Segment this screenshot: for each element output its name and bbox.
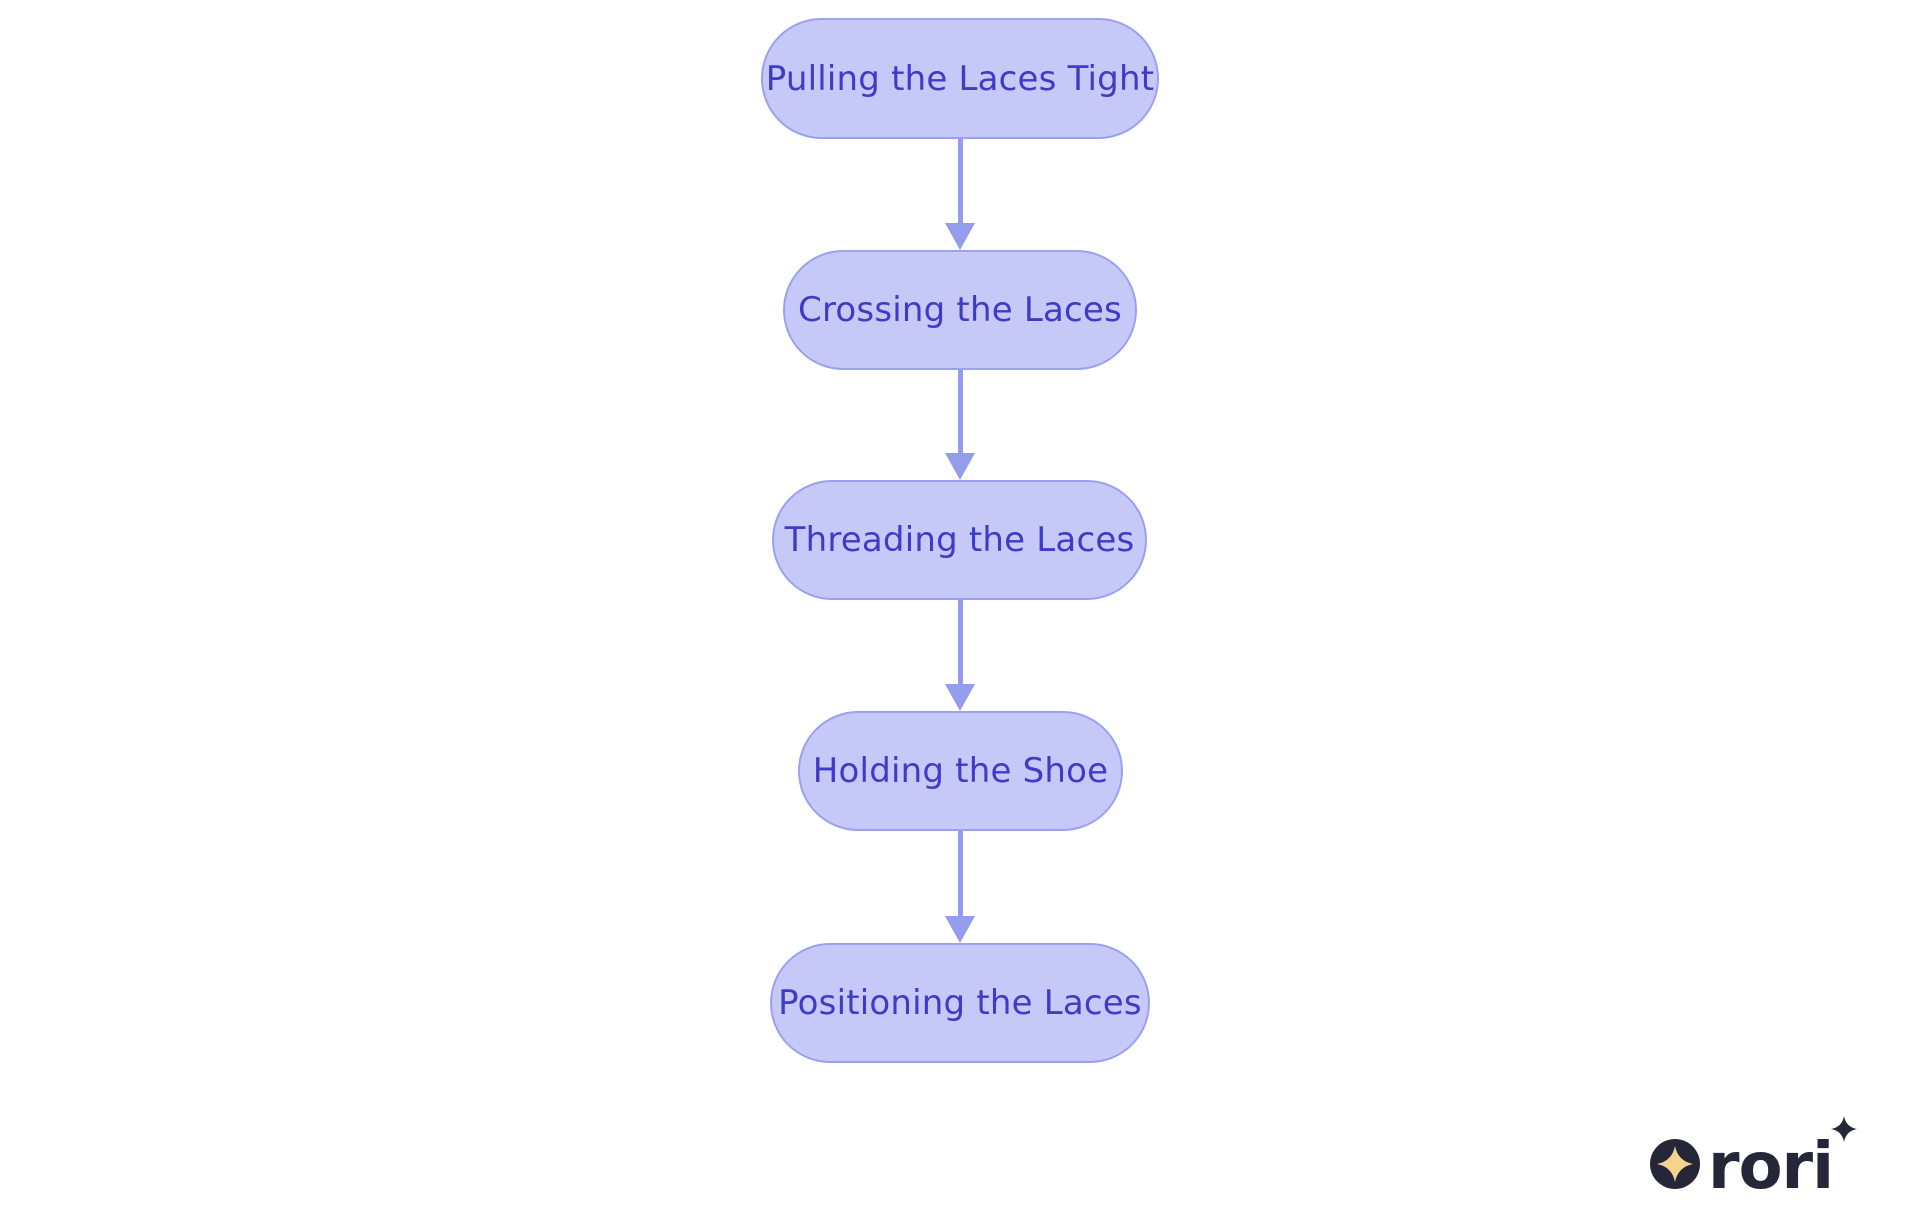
arrow-line [957, 600, 963, 684]
logo-mark-icon [1650, 1139, 1700, 1189]
arrow-head-icon [945, 684, 975, 711]
flow-node-holding-shoe: Holding the Shoe [798, 711, 1123, 831]
flow-arrow-3-4 [944, 600, 976, 711]
flow-arrow-1-2 [944, 139, 976, 250]
flow-node-threading-laces: Threading the Laces [772, 480, 1147, 600]
arrow-head-icon [945, 223, 975, 250]
arrow-head-icon [945, 453, 975, 480]
flow-node-crossing-laces: Crossing the Laces [783, 250, 1137, 370]
flow-arrow-4-5 [944, 831, 976, 943]
flow-node-label: Positioning the Laces [778, 983, 1142, 1023]
rori-logo: rori [1648, 1112, 1863, 1200]
flow-node-pulling-laces-tight: Pulling the Laces Tight [761, 18, 1159, 139]
arrow-head-icon [945, 916, 975, 943]
flow-node-label: Holding the Shoe [812, 751, 1109, 791]
logo-wordmark: rori [1708, 1130, 1833, 1200]
flow-node-label: Threading the Laces [784, 520, 1135, 560]
arrow-line [957, 370, 963, 453]
flow-node-positioning-laces: Positioning the Laces [770, 943, 1150, 1063]
logo-sparkle-icon [1831, 1116, 1857, 1142]
flow-node-label: Crossing the Laces [798, 290, 1122, 330]
arrow-line [957, 831, 963, 916]
flow-arrow-2-3 [944, 370, 976, 480]
arrow-line [957, 139, 963, 223]
flow-node-label: Pulling the Laces Tight [765, 58, 1155, 99]
